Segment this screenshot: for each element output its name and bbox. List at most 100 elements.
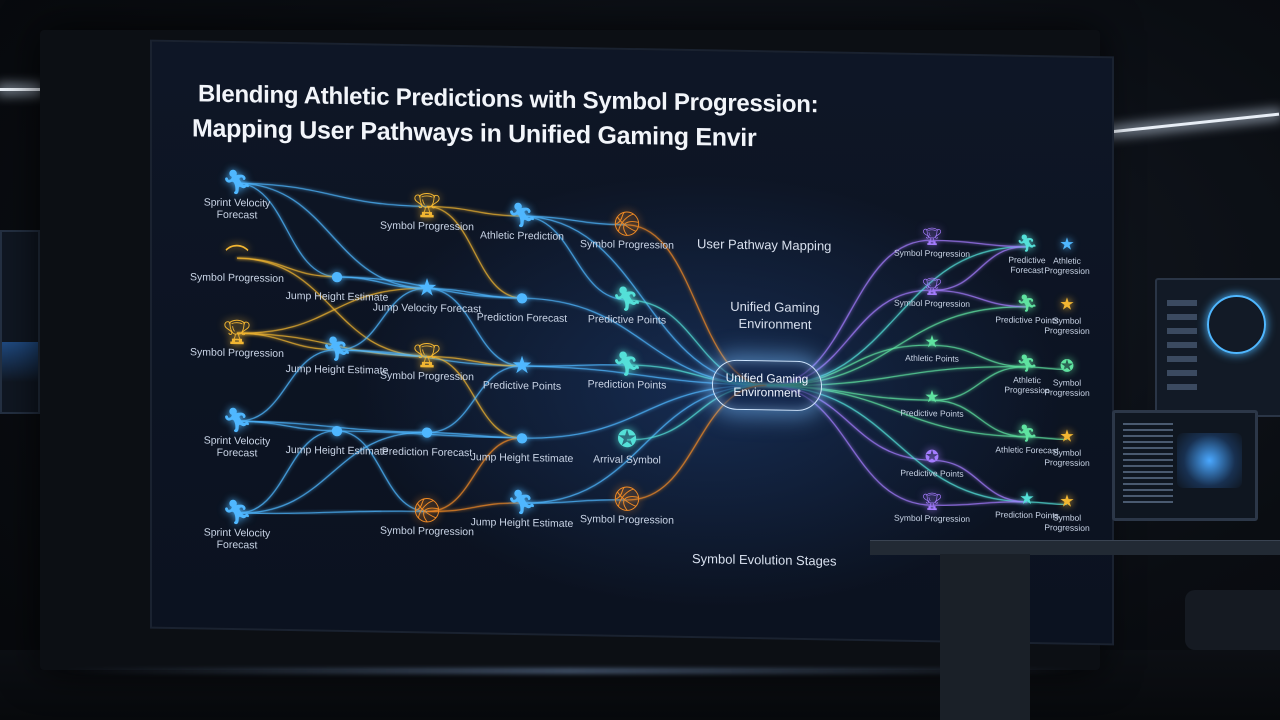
connection-line [336,430,428,513]
node-c1r2[interactable]: ⌒Symbol Progression [182,243,292,285]
connection-line [426,502,523,513]
node-label: Jump Height Estimate [470,451,574,465]
node-c1r3[interactable]: 🏆︎Symbol Progression [182,318,292,360]
node-c3r1[interactable]: 🏆︎Symbol Progression [372,191,482,233]
monitor-text-graphic [1123,423,1173,503]
node-c6r1[interactable]: 🏆︎Symbol Progression [877,225,987,259]
desk [870,540,1280,555]
node-c5r4[interactable]: ✪Arrival Symbol [572,425,682,467]
wall-base-glow [60,668,1080,674]
trophy-icon: 🏆︎ [921,277,943,297]
node-label: Sprint Velocity Forecast [203,434,271,460]
node-label: Symbol Progression [380,524,474,539]
connection-line [1026,366,1068,371]
runner-icon: 🏃︎ [221,498,253,527]
connection-line [236,431,428,514]
star-icon: ★ [924,332,940,352]
ceiling-light [0,88,40,91]
node-c4r1[interactable]: 🏃︎Athletic Prediction [467,201,577,243]
runner-icon: 🏃︎ [506,488,538,517]
node-label: Predictive Points [900,467,964,479]
diagram-screen: Blending Athletic Predictions with Symbo… [150,39,1114,646]
node-label: Symbol Progression [190,346,284,360]
connection-line [236,287,428,334]
node-c1r5[interactable]: 🏃︎Sprint Velocity Forecast [182,498,292,552]
desk-leg [940,554,1030,720]
node-c5r2[interactable]: 🏃︎Predictive Points [572,285,682,327]
node-label: Symbol Progression [893,512,971,524]
connection-line [931,501,1028,506]
connection-line [426,355,523,367]
connection-line [336,287,428,351]
badge-icon: ✪ [1059,356,1075,376]
node-label: Athletic Points [905,352,959,364]
connection-line [426,355,523,439]
left-wall-monitor [0,230,40,414]
badge-icon: ✪ [924,447,940,467]
node-label: Symbol Progression [1044,377,1090,398]
node-label: Symbol Progression [580,513,674,527]
node-c5r3[interactable]: 🏃︎Prediction Points [572,350,682,392]
node-c3r5[interactable]: 🏀︎Symbol Progression [372,496,482,538]
trophy-icon: 🏆︎ [221,318,253,347]
node-c4r3[interactable]: ★Predictive Points [467,351,577,393]
node-c5r5[interactable]: 🏀︎Symbol Progression [572,485,682,527]
connection-line [931,289,1028,308]
node-label: Symbol Progression [580,238,674,252]
node-label: Symbol Progression [1044,512,1090,533]
connection-line [426,205,523,299]
runner-icon: 🏃︎ [506,201,538,230]
node-c8r4[interactable]: ★Symbol Progression [1032,425,1102,468]
node-label: Predictive Points [587,313,667,327]
star-icon: ★ [1059,491,1075,511]
connection-line [426,287,523,367]
node-c6r3[interactable]: ★Athletic Points [877,330,987,364]
node-c4r2[interactable]: ●Prediction Forecast [467,283,577,325]
node-c4r5[interactable]: 🏃︎Jump Height Estimate [467,488,577,530]
unified-gaming-environment-label: Unified Gaming Environment [730,298,820,333]
connection-line [236,349,338,422]
connection-line [236,182,428,208]
node-c4r4[interactable]: ●Jump Height Estimate [467,423,577,465]
node-c3r2[interactable]: ★Jump Velocity Forecast [372,273,482,315]
node-c8r5[interactable]: ★Symbol Progression [1032,490,1102,533]
star-icon: ★ [1059,426,1075,446]
node-label: Symbol Progression [380,219,474,234]
node-c6r5[interactable]: ✪Predictive Points [877,445,987,479]
symbol-evolution-stages-label: Symbol Evolution Stages [692,551,837,569]
node-c3r4[interactable]: ●Prediction Forecast [372,417,482,459]
node-c1r4[interactable]: 🏃︎Sprint Velocity Forecast [182,406,292,460]
node-label: Symbol Progression [893,247,971,259]
trophy-icon: 🏆︎ [411,342,443,370]
star-icon: ★ [1059,234,1075,254]
connection-line [426,437,523,513]
node-c8r2[interactable]: ★Symbol Progression [1032,293,1102,336]
node-label: Sprint Velocity Forecast [203,526,271,552]
unified-gaming-environment-hub[interactable]: Unified Gaming Environment [712,359,822,412]
trophy-icon: 🏆︎ [921,492,943,512]
side-monitor [1155,278,1280,417]
node-c6r2[interactable]: 🏆︎Symbol Progression [877,275,987,309]
connection-line [931,344,1028,368]
runner-icon: 🏃︎ [221,406,253,435]
node-label: Predictive Points [900,407,964,419]
badge-icon: ✪ [616,425,638,454]
node-c3r3[interactable]: 🏆︎Symbol Progression [372,341,482,383]
node-c8r1[interactable]: ★Athletic Progression [1032,233,1102,276]
node-c8r3[interactable]: ✪Symbol Progression [1032,355,1102,398]
office-chair [1185,590,1280,650]
star-icon: ★ [416,274,438,302]
node-label: Prediction Forecast [381,445,473,460]
node-label: Symbol Progression [1044,315,1090,336]
connection-line [931,399,1028,438]
runner-icon: 🏃︎ [611,350,643,379]
star-icon: ★ [511,351,533,380]
node-c6r4[interactable]: ★Predictive Points [877,385,987,419]
monitor-image-graphic [1177,433,1242,488]
connection-line [521,215,628,226]
node-c1r1[interactable]: 🏃︎Sprint Velocity Forecast [182,168,292,222]
connection-line [521,215,628,301]
connection-line [1026,246,1067,249]
node-c5r1[interactable]: 🏀︎Symbol Progression [572,210,682,252]
node-c6r6[interactable]: 🏆︎Symbol Progression [877,490,987,524]
